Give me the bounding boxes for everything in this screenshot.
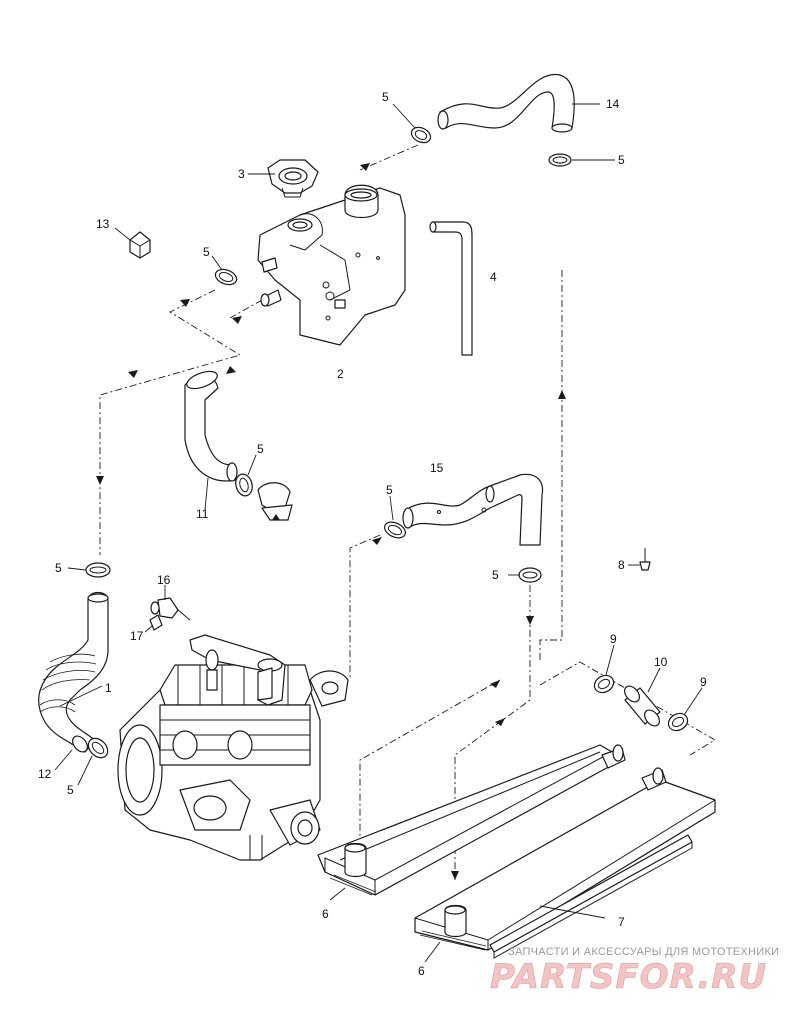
callout-8: 8 [618, 558, 625, 572]
callout-5: 5 [492, 568, 499, 582]
bleeder-fitting [129, 231, 151, 259]
hose-clamp [410, 126, 432, 144]
callout-5: 5 [382, 90, 389, 104]
radiator-mounting-rail [489, 834, 693, 959]
callout-14: 14 [606, 97, 620, 111]
engine-block [117, 634, 349, 861]
lower-engine-hose [38, 591, 109, 753]
callout-5: 5 [618, 153, 625, 167]
hose-clamp [235, 473, 253, 497]
upper-radiator-hose [437, 74, 575, 133]
hose-clamp-9 [593, 674, 615, 694]
callout-3: 3 [238, 167, 245, 181]
reservoir-to-pump-hose [184, 370, 238, 482]
callout-4: 4 [490, 270, 497, 284]
sensor-washer [149, 614, 163, 631]
callout-17: 17 [130, 629, 144, 643]
callout-6: 6 [322, 907, 329, 921]
callout-5: 5 [55, 561, 62, 575]
hose-clamp [87, 737, 109, 759]
radiator-cap [267, 159, 319, 198]
bypass-hose [429, 221, 473, 356]
callout-7: 7 [618, 915, 625, 929]
callout-16: 16 [157, 573, 171, 587]
callout-9: 9 [610, 632, 617, 646]
temperature-sensor [150, 597, 191, 621]
callout-5: 5 [257, 442, 264, 456]
callout-2: 2 [337, 367, 344, 381]
watermark: ЗАПЧАСТИ И АКСЕССУАРЫ ДЛЯ МОТОТЕХНИКИ PA… [490, 946, 779, 997]
hose-clamp [518, 567, 542, 583]
hose-clamp-9 [667, 712, 689, 732]
callout-11: 11 [196, 507, 209, 521]
hose-clamp [384, 521, 406, 539]
hose-clamp [85, 562, 111, 578]
callout-9: 9 [700, 675, 707, 689]
callout-12: 12 [38, 767, 52, 781]
radiator-outlet-hose [402, 473, 544, 546]
callout-labels: 5 14 5 3 13 5 4 2 5 15 5 11 5 8 5 16 17 … [38, 90, 707, 978]
radiator-rear [414, 767, 716, 951]
watermark-logo: PARTSFOR.RU [490, 957, 767, 997]
callout-10: 10 [654, 655, 668, 669]
callout-1: 1 [105, 681, 112, 695]
callout-13: 13 [96, 217, 110, 231]
callout-5: 5 [386, 483, 393, 497]
leader-lines [54, 103, 703, 963]
callout-5: 5 [203, 245, 210, 259]
callout-15: 15 [430, 461, 444, 475]
coolant-reservoir [257, 184, 406, 346]
hose-clamp [548, 153, 572, 167]
radiator-front [317, 744, 626, 896]
elbow-fitting [257, 482, 293, 521]
hose-clamp [214, 268, 238, 286]
callout-6: 6 [418, 964, 425, 978]
bleed-screw [639, 548, 651, 571]
watermark-tagline: ЗАПЧАСТИ И АКСЕССУАРЫ ДЛЯ МОТОТЕХНИКИ [508, 946, 779, 958]
callout-5: 5 [67, 783, 74, 797]
radiator-connector-hose [624, 685, 661, 727]
